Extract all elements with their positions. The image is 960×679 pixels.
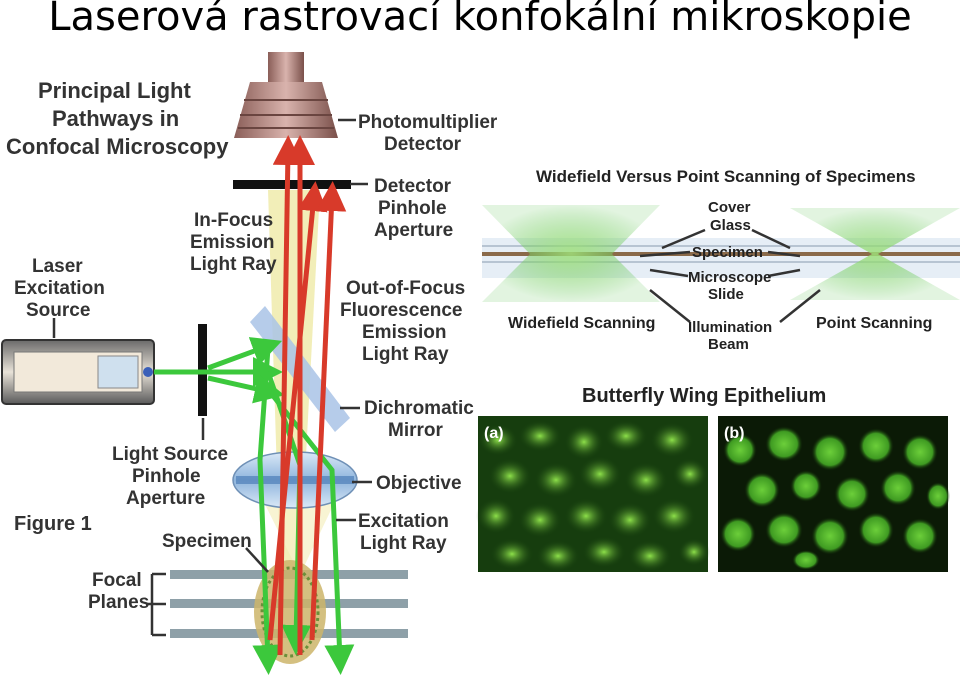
objective-lens-icon — [232, 451, 358, 509]
butterfly-panel: Butterfly Wing Epithelium (a) — [476, 385, 950, 572]
confocal-heading: Principal Light Pathways in Confocal Mic… — [6, 78, 229, 159]
micrograph-b: (b) — [718, 416, 950, 572]
laser-source-icon — [1, 339, 155, 405]
slide-label: Microscope Slide — [688, 269, 776, 303]
cover-glass-label: Cover Glass — [708, 199, 755, 234]
photomultiplier-label: Photomultiplier Detector — [358, 112, 503, 155]
point-scanning-label: Point Scanning — [816, 315, 932, 332]
micrograph-a: (a) — [476, 416, 710, 572]
laser-label: Laser Excitation Source — [14, 256, 110, 321]
objective-label: Objective — [376, 473, 462, 494]
widefield-beam-icon — [482, 205, 660, 302]
illumination-label: Illumination Beam — [688, 319, 776, 353]
label-b: (b) — [724, 425, 744, 442]
emission-rays — [267, 135, 347, 656]
specimen-label: Specimen — [162, 531, 252, 552]
widefield-heading: Widefield Versus Point Scanning of Speci… — [536, 167, 916, 186]
excitation-label: Excitation Light Ray — [358, 511, 454, 554]
label-a: (a) — [484, 425, 504, 442]
light-source-pinhole-label: Light Source Pinhole Aperture — [112, 444, 233, 509]
photomultiplier-icon — [234, 52, 338, 138]
detector-pinhole-label: Detector Pinhole Aperture — [374, 176, 456, 241]
leader-lines — [52, 118, 372, 637]
in-focus-label: In-Focus Emission Light Ray — [190, 210, 280, 275]
point-scanning-beam-icon — [790, 208, 960, 300]
widefield-leader-lines — [639, 228, 821, 323]
detector-pinhole-icon — [233, 180, 351, 189]
specimen-layer-label: Specimen — [692, 244, 763, 261]
widefield-scanning-label: Widefield Scanning — [508, 315, 655, 332]
dichromatic-label: Dichromatic Mirror — [364, 398, 479, 441]
figure-label: Figure 1 — [14, 513, 92, 535]
butterfly-heading: Butterfly Wing Epithelium — [582, 385, 826, 407]
slide-title: Laserová rastrovací konfokální mikroskop… — [48, 0, 912, 40]
widefield-panel: Widefield Versus Point Scanning of Speci… — [482, 167, 960, 353]
confocal-diagram: Principal Light Pathways in Confocal Mic… — [1, 52, 503, 675]
focal-planes-label: Focal Planes — [88, 570, 149, 613]
out-of-focus-label: Out-of-Focus Fluorescence Emission Light… — [340, 278, 471, 365]
